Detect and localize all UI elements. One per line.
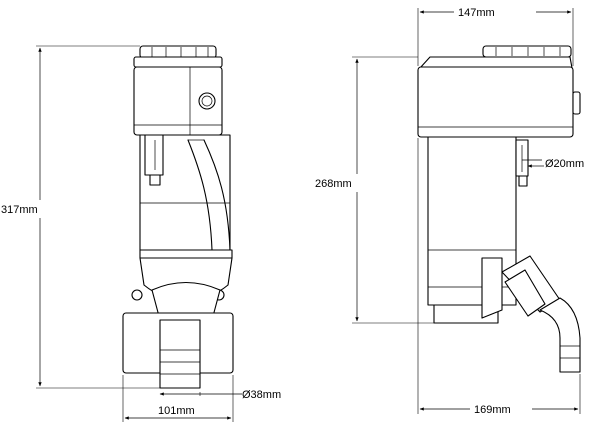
front-width-label: 101mm — [158, 405, 195, 417]
switch-button-icon — [198, 92, 216, 110]
outlet-diameter-label: Ø38mm — [242, 389, 281, 401]
front-motor-housing — [133, 66, 223, 136]
side-cap — [419, 45, 573, 69]
side-bottom-width-label: 169mm — [474, 404, 511, 416]
front-height-label: 317mm — [1, 204, 38, 216]
front-cap — [133, 45, 223, 68]
inlet-diameter-label: Ø20mm — [545, 158, 584, 170]
front-motor-body — [139, 134, 231, 251]
side-pump-base — [433, 255, 581, 373]
front-pump-base — [122, 249, 234, 389]
front-view: 317mm Ø38mm 101mm — [1, 45, 281, 422]
side-height-label: 268mm — [315, 178, 352, 190]
side-motor-housing — [417, 66, 581, 138]
side-top-width-label: 147mm — [458, 7, 495, 19]
side-view: Ø20mm 147mm 268mm 169mm — [315, 7, 584, 416]
